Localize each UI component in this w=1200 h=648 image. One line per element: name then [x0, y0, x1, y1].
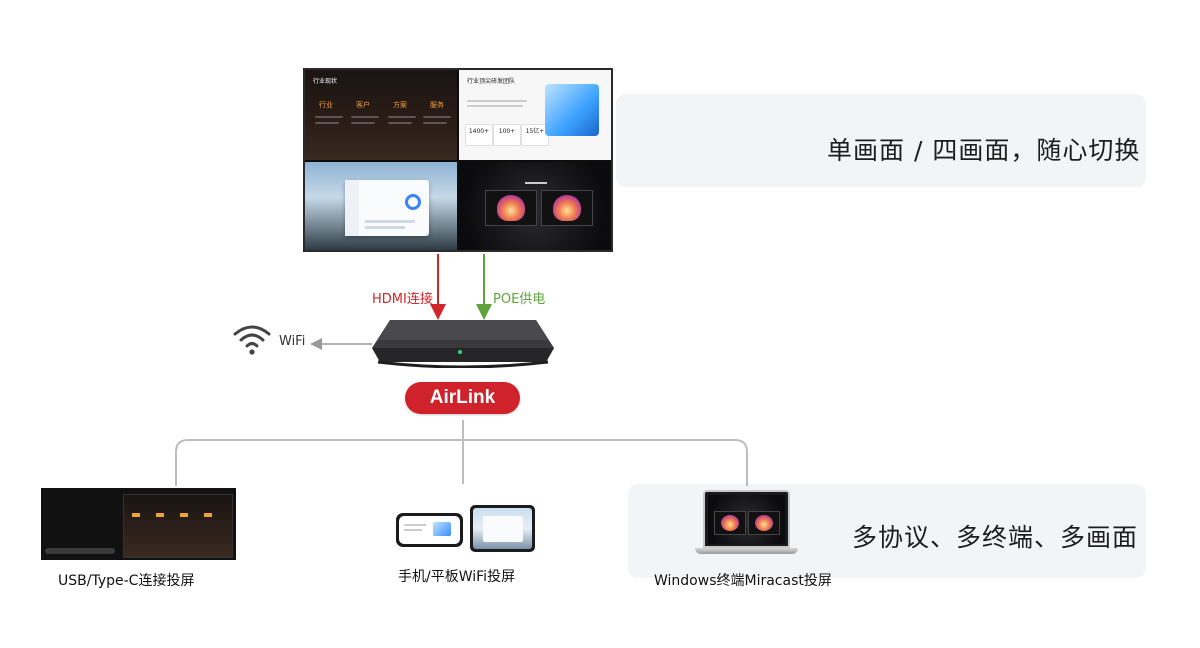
quad3-dashboard-window: [345, 180, 429, 236]
quad1-text-line: [351, 116, 379, 118]
quad1-text-line: [388, 122, 412, 124]
poe-label: POE供电: [493, 292, 546, 307]
quad2-text-line: [467, 100, 527, 102]
quad1-text-line: [315, 116, 343, 118]
quad1-category-2: 客户: [356, 101, 370, 109]
tablet-device: [470, 505, 535, 552]
bottom-panel-title: 多协议、多终端、多画面: [852, 523, 1139, 552]
quad1-text-line: [315, 122, 339, 124]
quad1-category-1: 行业: [319, 101, 333, 109]
quad4-screen-right: [541, 190, 593, 226]
airlink-hardware-box: [372, 320, 554, 368]
airlink-badge: AirLink: [405, 382, 520, 414]
usb-display-screen: [41, 488, 236, 560]
mobile-caption: 手机/平板WiFi投屏: [398, 569, 516, 585]
wall-quadrant-1: 行业现状 行业 客户 方案 服务: [305, 70, 457, 160]
quad2-stat-1: 1400+: [465, 124, 493, 146]
wifi-icon: [233, 325, 271, 355]
quad2-stat-2: 100+: [493, 124, 521, 146]
phone-device: [396, 513, 463, 547]
laptop-screen: [703, 490, 790, 548]
quad2-heading: 行业顶尖研发团队: [467, 78, 516, 85]
quad2-chip-image: [545, 84, 599, 136]
wall-quadrant-3: [305, 162, 457, 250]
hdmi-label: HDMI连接: [372, 292, 433, 307]
quad2-text-line: [467, 105, 523, 107]
laptop-base: [695, 548, 798, 554]
quad1-heading: 行业现状: [313, 78, 338, 85]
top-feature-panel: [616, 94, 1146, 187]
branch-line: [175, 439, 748, 486]
quad1-category-4: 服务: [430, 101, 444, 109]
usb-mirrored-content: [123, 494, 233, 558]
quad4-screen-left: [485, 190, 537, 226]
quad1-text-line: [423, 116, 451, 118]
quad1-text-line: [351, 122, 375, 124]
top-panel-title: 单画面 / 四画面，随心切换: [827, 136, 1141, 165]
video-wall-display: 行业现状 行业 客户 方案 服务 行业顶尖研发团队 1400+ 100+ 15亿…: [303, 68, 613, 252]
quad2-stat-3: 15亿+: [521, 124, 549, 146]
quad1-text-line: [388, 116, 416, 118]
usb-caption: USB/Type-C连接投屏: [58, 573, 195, 589]
wall-quadrant-4: [459, 162, 611, 250]
wifi-label: WiFi: [279, 334, 306, 349]
windows-caption: Windows终端Miracast投屏: [654, 573, 832, 589]
wall-quadrant-2: 行业顶尖研发团队 1400+ 100+ 15亿+: [459, 70, 611, 160]
usb-dongle: [45, 548, 115, 554]
quad1-category-3: 方案: [393, 101, 407, 109]
quad1-text-line: [423, 122, 447, 124]
